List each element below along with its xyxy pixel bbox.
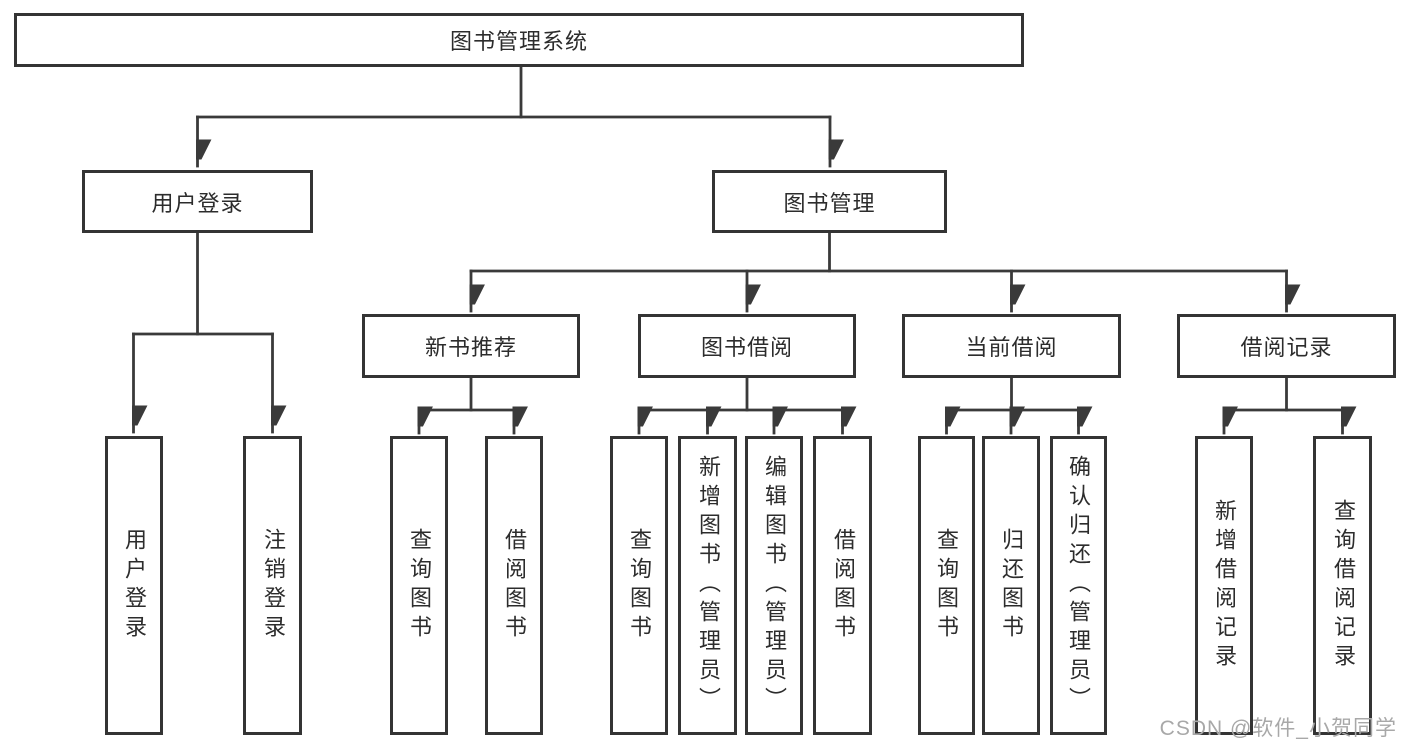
edges-book-mgmt — [471, 231, 1287, 313]
edges-user-login-group — [134, 231, 273, 434]
node-book-mgmt: 图书管理 — [712, 170, 947, 233]
node-logout: 注销登录 — [243, 436, 302, 735]
node-book-borrow: 图书借阅 — [638, 314, 856, 378]
node-br-query-record: 查询借阅记录 — [1313, 436, 1372, 735]
node-cb-return-book: 归还图书 — [982, 436, 1040, 735]
node-rec-borrow-book: 借阅图书 — [485, 436, 543, 735]
node-bb-query-book: 查询图书 — [610, 436, 668, 735]
node-rec-query-book: 查询图书 — [390, 436, 448, 735]
node-user-login-group: 用户登录 — [82, 170, 313, 233]
node-current-borrow: 当前借阅 — [902, 314, 1121, 378]
node-new-book-rec: 新书推荐 — [362, 314, 580, 378]
edges-current-borrow — [947, 376, 1079, 435]
node-br-add-record: 新增借阅记录 — [1195, 436, 1253, 735]
node-bb-edit-book: 编辑图书（管理员） — [745, 436, 803, 735]
node-root: 图书管理系统 — [14, 13, 1024, 67]
node-bb-borrow-book: 借阅图书 — [813, 436, 872, 735]
edges-new-book-rec — [419, 376, 514, 435]
edges-root — [198, 65, 831, 168]
node-user-login: 用户登录 — [105, 436, 163, 735]
watermark: CSDN @软件_小贺同学 — [1159, 717, 1397, 740]
node-borrow-records: 借阅记录 — [1177, 314, 1396, 378]
node-cb-query-book: 查询图书 — [918, 436, 975, 735]
edges-book-borrow — [639, 376, 843, 435]
edges-borrow-records — [1224, 376, 1343, 435]
node-bb-add-book: 新增图书（管理员） — [678, 436, 737, 735]
node-cb-confirm-return: 确认归还（管理员） — [1050, 436, 1107, 735]
